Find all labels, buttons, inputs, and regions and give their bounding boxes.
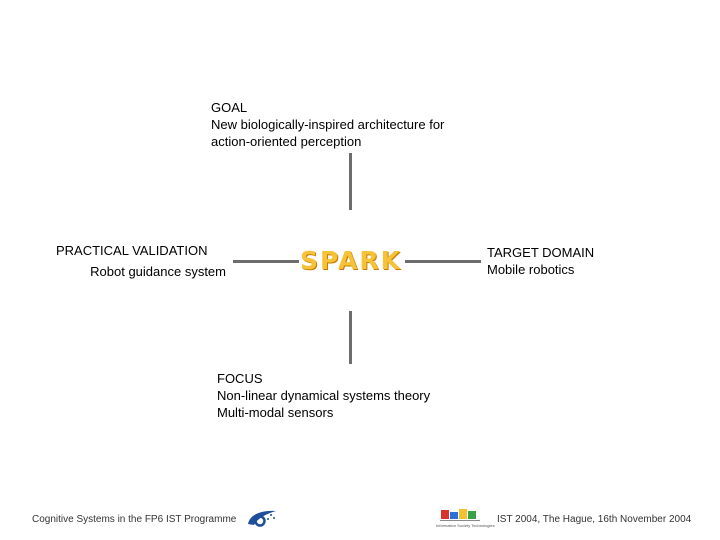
focus-line-1: Non-linear dynamical systems theory [217, 388, 431, 403]
footer-event-text: IST 2004, The Hague, 16th November 2004 [497, 514, 692, 525]
connector-bottom [349, 311, 352, 364]
focus-block: FOCUS Non-linear dynamical systems theor… [217, 370, 430, 421]
goal-block: GOAL New biologically-inspired architect… [211, 99, 444, 150]
target-domain-block: TARGET DOMAIN Mobile robotics [487, 244, 594, 278]
ist-emblem-icon [440, 509, 480, 521]
practical-validation-heading: PRACTICAL VALIDATION [56, 243, 208, 258]
target-domain-line-1: Mobile robotics [487, 262, 575, 277]
connector-top [349, 153, 352, 210]
spark-logo: SPARK [300, 246, 403, 275]
connector-right [405, 260, 481, 263]
footer-programme-text: Cognitive Systems in the FP6 IST Program… [32, 514, 237, 525]
focus-line-2: Multi-modal sensors [217, 405, 334, 420]
target-domain-heading: TARGET DOMAIN [487, 245, 595, 260]
focus-heading: FOCUS [217, 371, 263, 386]
practical-validation-line-1: Robot guidance system [90, 264, 226, 279]
goal-line-1: New biologically-inspired architecture f… [211, 117, 445, 132]
goal-heading: GOAL [211, 100, 248, 115]
goal-line-2: action-oriented perception [211, 134, 362, 149]
practical-validation-block: PRACTICAL VALIDATION Robot guidance syst… [56, 242, 226, 280]
connector-left [233, 260, 299, 263]
fp6-logo-icon [248, 510, 276, 527]
ist-emblem-caption: Information Society Technologies [436, 523, 495, 528]
